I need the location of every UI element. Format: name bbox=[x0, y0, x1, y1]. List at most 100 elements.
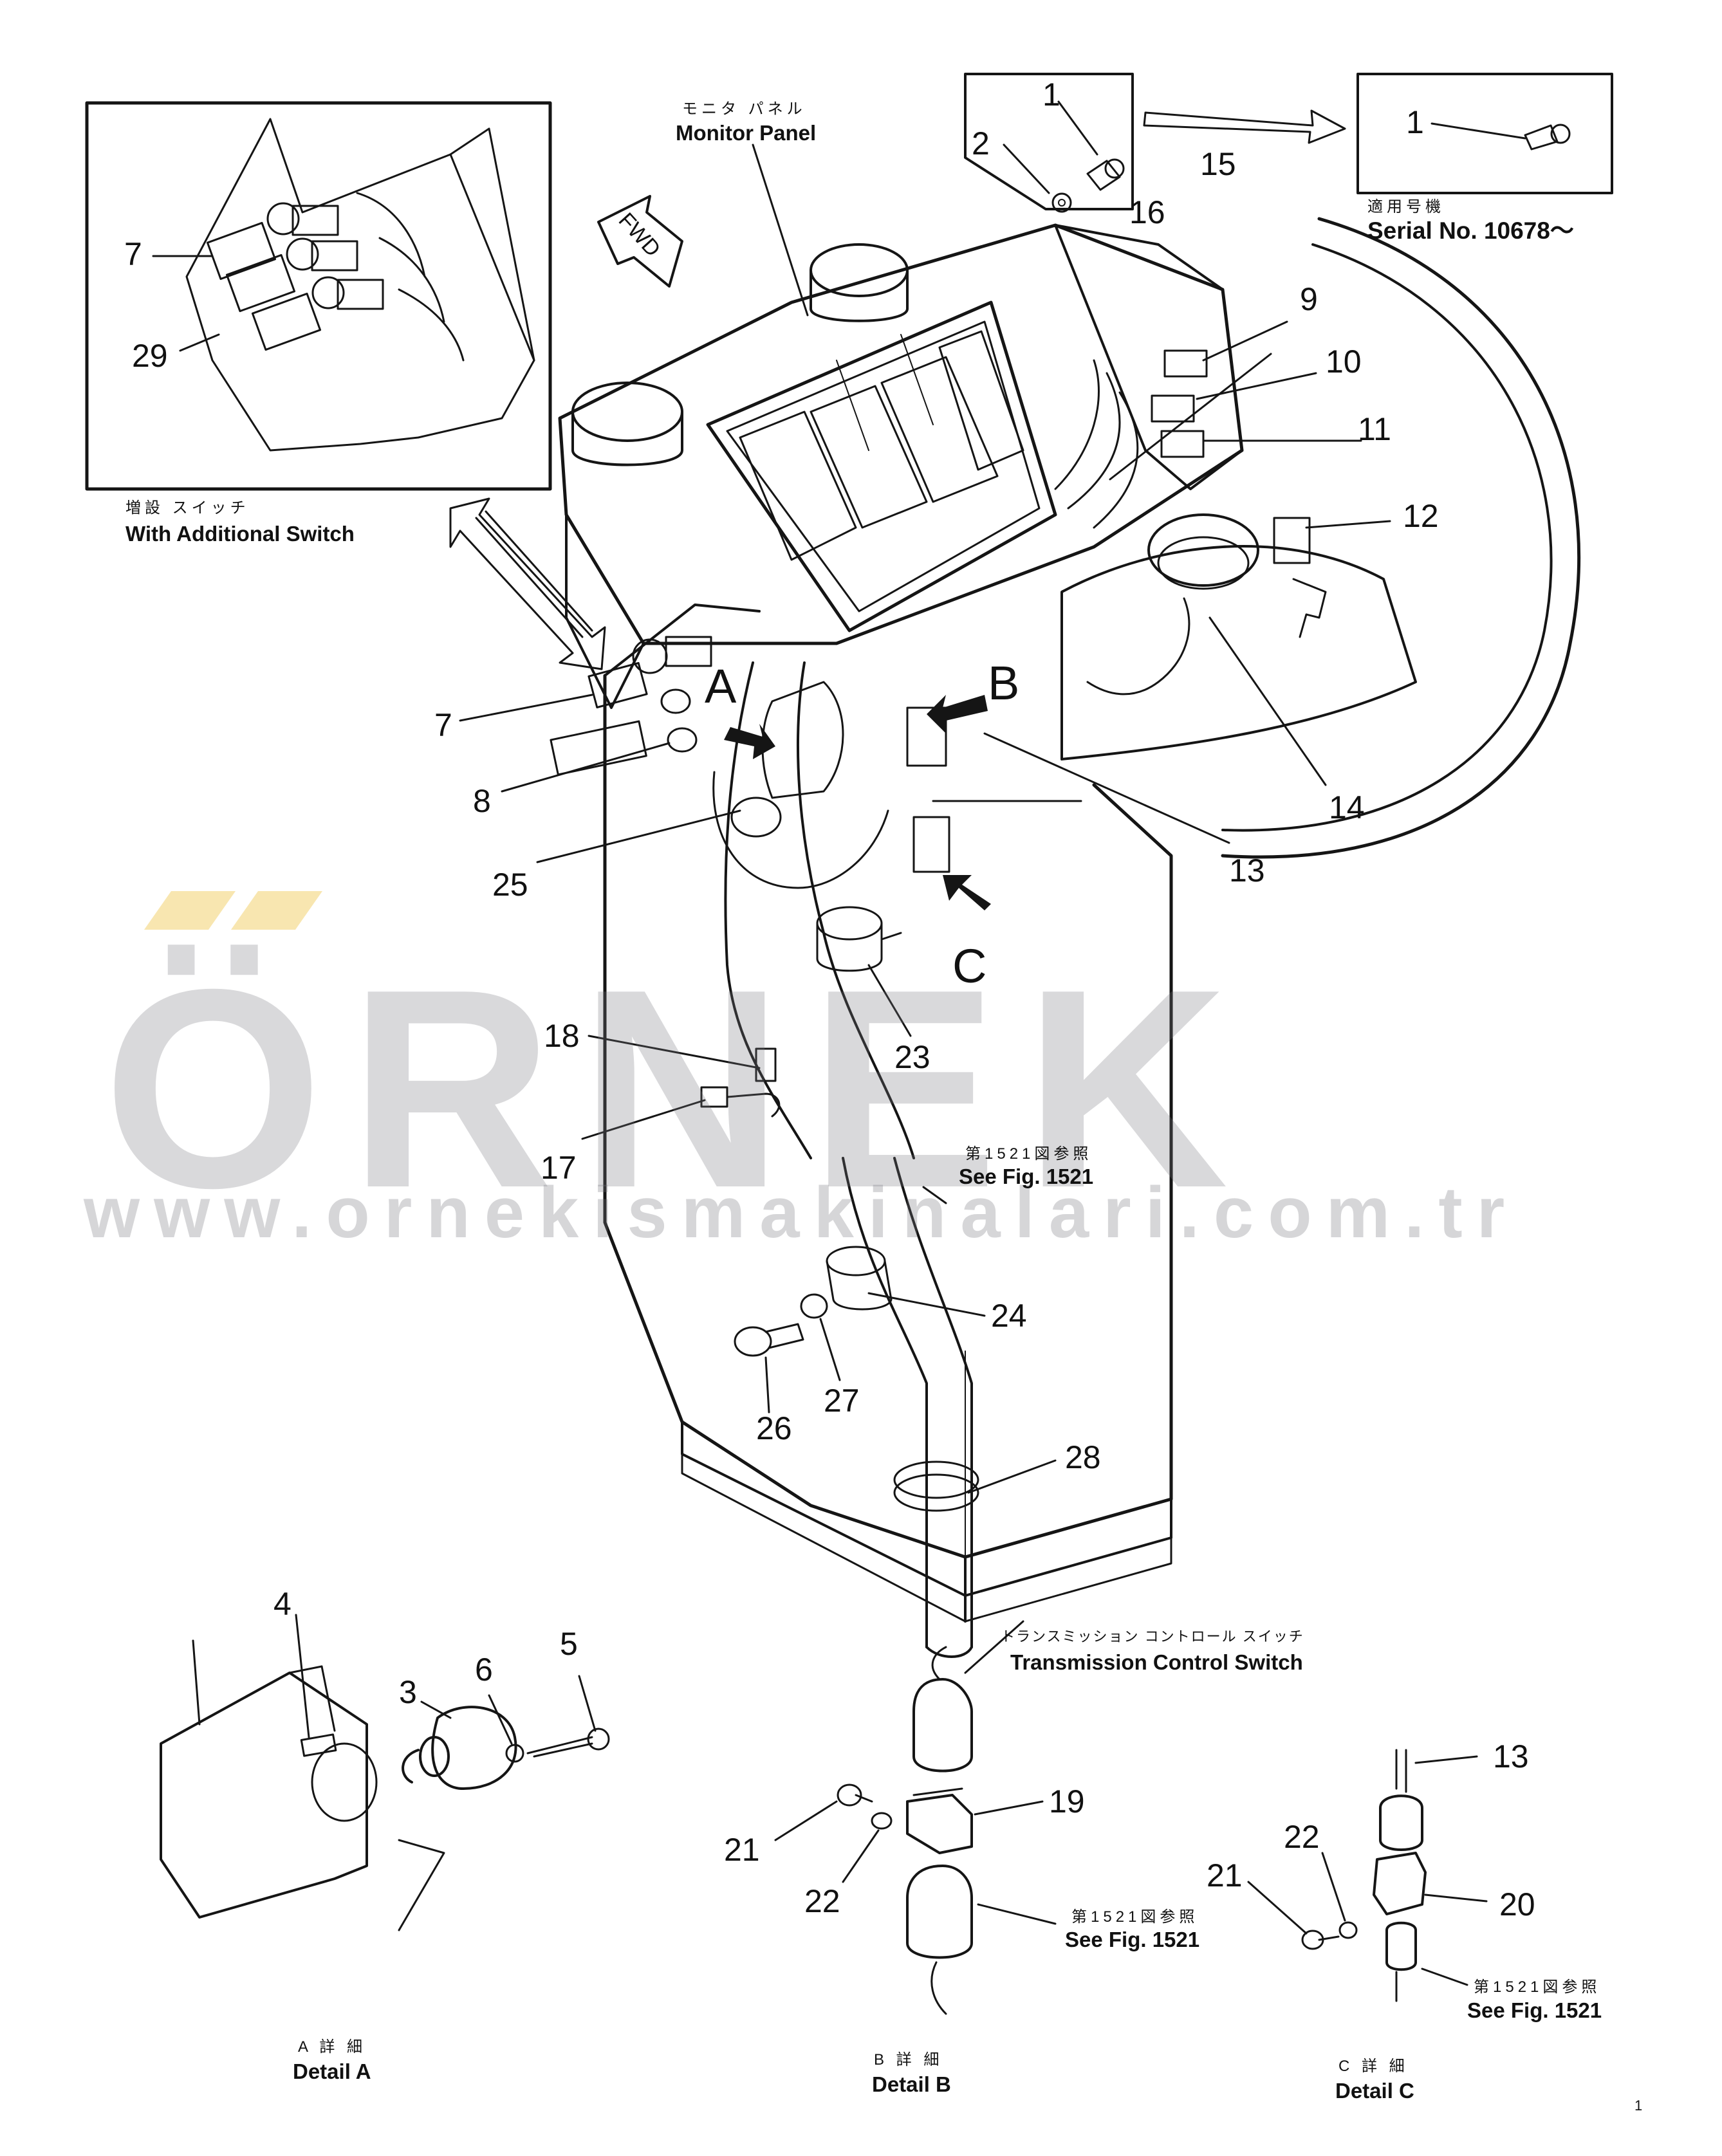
top-cylinder-right bbox=[810, 243, 909, 297]
lamp-3 bbox=[402, 1706, 517, 1790]
serial-inset bbox=[964, 73, 1613, 213]
callout-11: 11 bbox=[1358, 411, 1391, 447]
view-letter-c: C bbox=[952, 939, 987, 993]
fwd-arrow bbox=[597, 195, 683, 288]
detail-b-label-jp: B 詳 細 bbox=[874, 2051, 943, 2068]
callout-15: 15 bbox=[1200, 146, 1236, 182]
serial-label: Serial No. 10678～ bbox=[1367, 217, 1574, 244]
clip-4 bbox=[300, 1733, 337, 1757]
arrow-b bbox=[927, 695, 988, 733]
callout-16: 16 bbox=[1129, 194, 1165, 230]
see-fig-b: See Fig. 1521 bbox=[1065, 1928, 1200, 1951]
transmission-label-jp: トランスミッション コントロール スイッチ bbox=[1001, 1628, 1304, 1645]
connector-group bbox=[1054, 349, 1208, 529]
callout-20: 20 bbox=[1499, 1886, 1535, 1922]
additional-switch-label: With Additional Switch bbox=[125, 522, 355, 546]
callout-25: 25 bbox=[492, 867, 528, 903]
callout-14: 14 bbox=[1329, 789, 1365, 825]
callout-19: 19 bbox=[1049, 1783, 1085, 1820]
screw-21-b bbox=[837, 1783, 873, 1807]
callout-3: 3 bbox=[399, 1674, 417, 1710]
key-switch bbox=[1086, 513, 1327, 696]
callout-22-b: 22 bbox=[804, 1883, 840, 1919]
view-letter-a: A bbox=[705, 659, 737, 713]
washer-22-c bbox=[1338, 1921, 1358, 1939]
monitor-panel bbox=[706, 300, 1057, 632]
monitor-panel-label: Monitor Panel bbox=[676, 121, 817, 145]
screw-1a bbox=[1086, 158, 1125, 191]
callout-10: 10 bbox=[1326, 344, 1362, 380]
detail-c-label: Detail C bbox=[1335, 2079, 1414, 2103]
see-fig-jp-c: 第1521図参照 bbox=[1474, 1978, 1601, 1996]
callout-9: 9 bbox=[1300, 281, 1318, 317]
see-fig-1: See Fig. 1521 bbox=[959, 1165, 1094, 1188]
serial-label-jp: 適用号機 bbox=[1367, 198, 1445, 216]
inset-switch-1 bbox=[206, 202, 339, 281]
callout-28: 28 bbox=[1065, 1439, 1101, 1475]
additional-switch-inset bbox=[85, 101, 552, 491]
watermark-brand: ÖRNEK bbox=[103, 931, 1254, 1247]
page-mark: 1 bbox=[1634, 2097, 1643, 2114]
detail-a-label: Detail A bbox=[293, 2059, 371, 2083]
arrow-c bbox=[943, 875, 991, 910]
detail-a bbox=[160, 1614, 610, 1931]
transmission-label: Transmission Control Switch bbox=[1010, 1650, 1303, 1674]
callout-7-inset: 7 bbox=[124, 236, 142, 272]
callout-1-a: 1 bbox=[1042, 77, 1060, 113]
callout-21-b: 21 bbox=[724, 1832, 760, 1868]
arrow-a bbox=[724, 724, 775, 759]
detail-c-label-jp: C 詳 細 bbox=[1338, 2058, 1409, 2075]
callout-6: 6 bbox=[475, 1652, 493, 1688]
washer-2 bbox=[1051, 192, 1072, 213]
callout-17: 17 bbox=[541, 1150, 577, 1186]
inset-switch-2 bbox=[225, 237, 358, 313]
see-fig-c: See Fig. 1521 bbox=[1467, 1998, 1602, 2022]
lamps-8 bbox=[550, 688, 698, 776]
callout-27: 27 bbox=[824, 1383, 860, 1419]
callout-13-detail: 13 bbox=[1493, 1738, 1529, 1774]
see-fig-jp-1: 第1521図参照 bbox=[965, 1145, 1093, 1163]
washer-22-b bbox=[871, 1812, 893, 1830]
callout-29: 29 bbox=[132, 338, 168, 374]
callout-18: 18 bbox=[544, 1018, 580, 1054]
detail-a-label-jp: A 詳 細 bbox=[298, 2038, 367, 2056]
bolt-26 bbox=[734, 1323, 804, 1357]
console-column bbox=[603, 674, 1173, 1559]
top-cylinder-left bbox=[571, 382, 683, 442]
callout-2: 2 bbox=[972, 125, 990, 161]
callout-12: 12 bbox=[1403, 498, 1439, 534]
view-letter-b: B bbox=[988, 656, 1020, 710]
screw-21-c bbox=[1301, 1930, 1340, 1950]
grommet-28 bbox=[893, 1460, 979, 1512]
washer-6 bbox=[505, 1744, 524, 1763]
washer-27 bbox=[800, 1293, 828, 1319]
callout-22-c: 22 bbox=[1284, 1819, 1320, 1855]
detail-b bbox=[774, 1620, 1057, 2015]
additional-switch-label-jp: 増設 スイッチ bbox=[125, 499, 250, 517]
callout-4: 4 bbox=[273, 1586, 292, 1622]
callout-24: 24 bbox=[991, 1298, 1027, 1334]
serial-arrow bbox=[1143, 109, 1346, 144]
callout-8: 8 bbox=[473, 783, 491, 819]
callout-26: 26 bbox=[756, 1410, 792, 1446]
screw-5 bbox=[526, 1728, 610, 1758]
console-body bbox=[550, 217, 1581, 1658]
leader-lines bbox=[459, 143, 1391, 1494]
monitor-panel-label-jp: モニタ パネル bbox=[682, 100, 806, 118]
callout-23: 23 bbox=[894, 1039, 930, 1075]
clamp-23 bbox=[816, 906, 902, 972]
clamp-24 bbox=[826, 1246, 893, 1311]
callout-21-c: 21 bbox=[1207, 1857, 1243, 1893]
floor-arc bbox=[1221, 217, 1581, 859]
callout-1-b: 1 bbox=[1406, 104, 1424, 140]
callout-7-main: 7 bbox=[434, 707, 452, 743]
inset-link-arrow bbox=[449, 497, 606, 670]
callout-5: 5 bbox=[560, 1626, 578, 1662]
see-fig-jp-b: 第1521図参照 bbox=[1071, 1908, 1199, 1926]
callout-13-main: 13 bbox=[1229, 852, 1265, 889]
relay-bracket bbox=[712, 681, 950, 889]
detail-b-label: Detail B bbox=[872, 2072, 951, 2096]
connector-17 bbox=[700, 1047, 781, 1118]
watermark-url: www.ornekismakinalari.com.tr bbox=[84, 1172, 1519, 1253]
